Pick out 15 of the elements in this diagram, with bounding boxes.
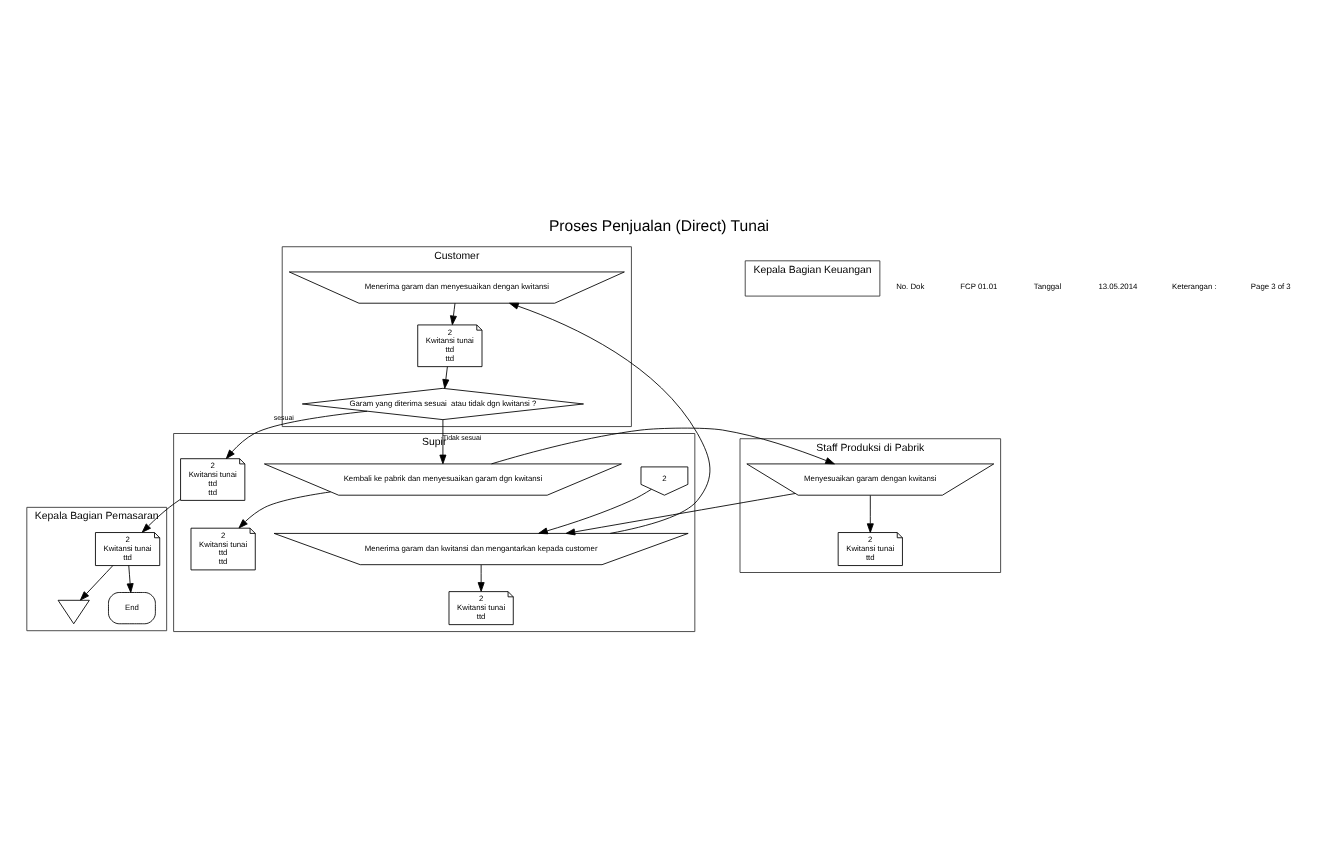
- arrow: [439, 419, 447, 465]
- arrow: [538, 488, 652, 535]
- arrow: [126, 565, 134, 593]
- arrow: [238, 491, 331, 529]
- arrow: [491, 427, 835, 465]
- arrow: [509, 302, 711, 534]
- arrow: [442, 366, 450, 389]
- arrow: [449, 302, 457, 326]
- node-triangle: [57, 599, 90, 625]
- arrow: [565, 493, 796, 536]
- arrow: [141, 498, 181, 533]
- arrow: [866, 495, 874, 533]
- arrow: [477, 564, 485, 592]
- arrow: [80, 565, 114, 601]
- diagram-title: Proses Penjualan (Direct) Tunai: [548, 217, 770, 236]
